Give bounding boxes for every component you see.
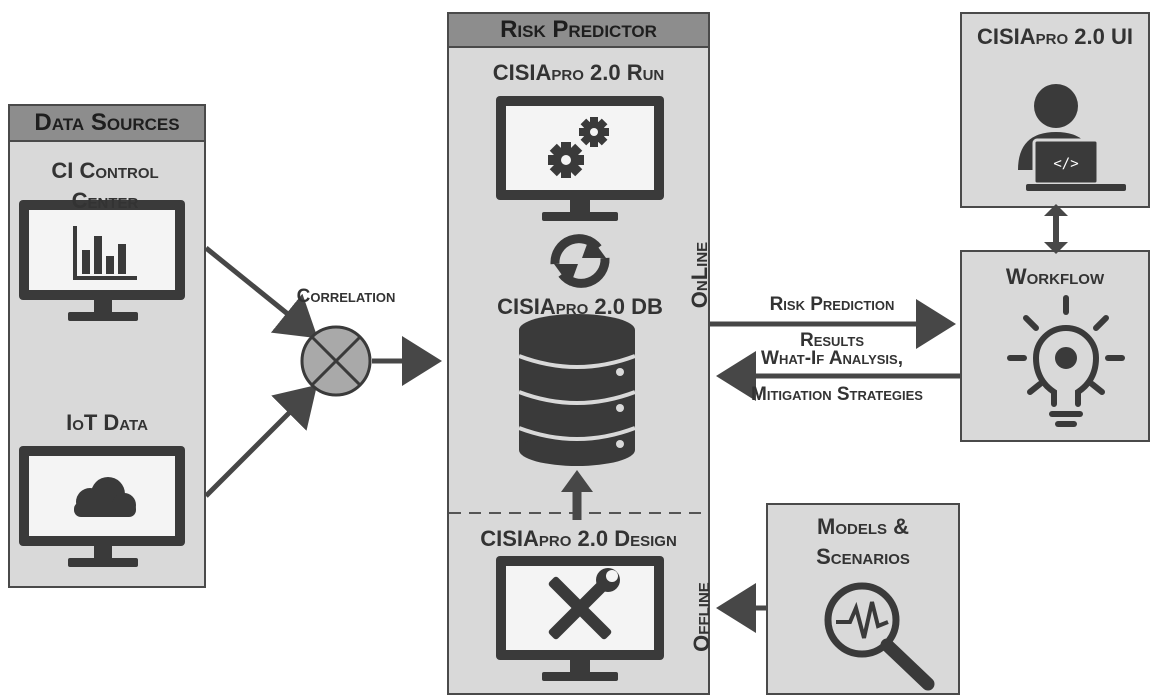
ui-workflow-arrowhead-down (1044, 242, 1068, 254)
correlation-junction-icon (300, 325, 372, 397)
models-title-line2: Scenarios (816, 544, 910, 569)
lightbulb-gear-icon (1007, 295, 1125, 427)
ui-title: CISIApro 2.0 UI (977, 24, 1133, 49)
ui-workflow-arrowhead-up (1044, 204, 1068, 216)
ci-control-center-label: CI Control Center (51, 158, 159, 213)
design-to-db-arrowhead (561, 470, 593, 492)
design-monitor-icon (496, 556, 664, 681)
user-laptop-icon: </> (1018, 84, 1126, 191)
design-label: CISIApro 2.0 Design (480, 526, 677, 551)
what-if-label: What-If Analysis, (761, 348, 903, 369)
mitigation-label: Mitigation Strategies (751, 384, 923, 405)
ci-to-correlation-arrow (204, 246, 318, 339)
workflow-title: Workflow (1005, 264, 1105, 289)
svg-text:</>: </> (1053, 156, 1078, 172)
risk-predictor-header: Risk Predictor (447, 12, 710, 48)
sync-icon (550, 234, 610, 288)
gears-icon (548, 117, 609, 178)
db-label: CISIApro 2.0 DB (497, 294, 663, 319)
workflow-panel (960, 250, 1150, 442)
risk-prediction-label: Risk Prediction (769, 294, 895, 315)
run-monitor-icon (496, 96, 664, 221)
models-title-line1: Models & (817, 514, 909, 539)
offline-label: Offline (689, 582, 714, 652)
database-icon (518, 314, 636, 466)
models-scenarios-panel (766, 503, 960, 695)
data-sources-header: Data Sources (8, 104, 206, 142)
cloud-icon (74, 477, 136, 517)
iot-to-correlation-arrow (204, 384, 318, 498)
bar-chart-icon (73, 226, 137, 280)
run-label: CISIApro 2.0 Run (492, 60, 665, 85)
magnifier-waveform-icon (824, 582, 935, 691)
iot-data-label: IoT Data (66, 410, 148, 435)
online-label: OnLine (687, 241, 712, 309)
tools-icon (548, 568, 620, 640)
correlation-label: Correlation (296, 286, 396, 307)
results-label: Results (799, 330, 865, 351)
